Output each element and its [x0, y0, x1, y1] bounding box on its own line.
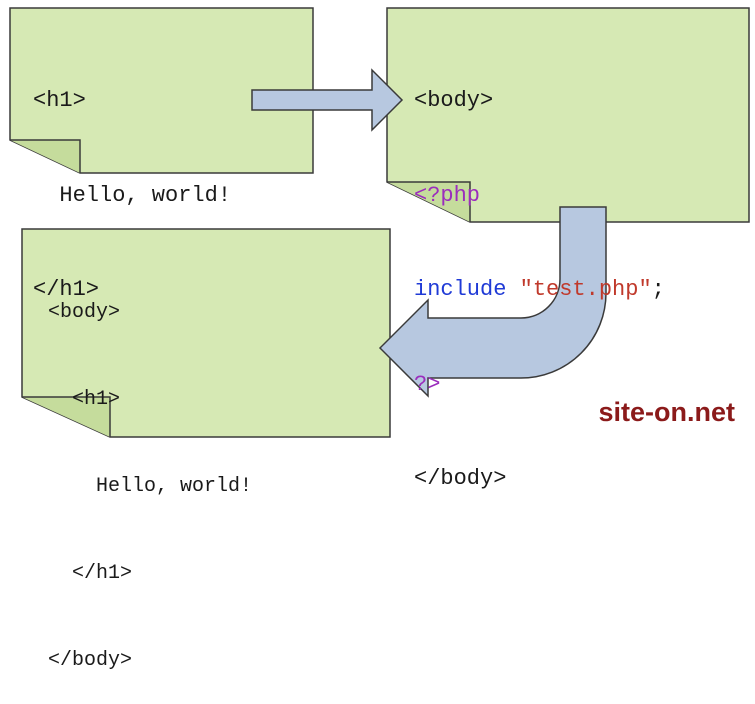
include-line: include "test.php";: [414, 274, 665, 306]
result-code: <body> <h1> Hello, world! </h1> </body>: [48, 240, 252, 704]
php-close-tag: ?>: [414, 371, 441, 397]
result-arrow: [378, 206, 607, 398]
source-code: <h1> Hello, world! </h1>: [33, 22, 231, 337]
code-line: </h1>: [33, 277, 100, 302]
code-line: Hello, world!: [59, 182, 232, 208]
main-code: <body> <?php include "test.php"; ?> </bo…: [414, 22, 665, 526]
code-line: <body>: [48, 301, 121, 324]
code-line: <h1>: [72, 388, 121, 411]
source-note: [9, 7, 314, 174]
include-semicolon: ;: [651, 277, 665, 302]
main-note: [386, 7, 750, 223]
include-keyword: include: [414, 277, 507, 302]
php-open-tag: <?php: [414, 182, 481, 208]
code-line: Hello, world!: [96, 475, 253, 498]
code-line: </body>: [414, 466, 507, 491]
include-arrow: [251, 68, 404, 132]
result-note: [21, 228, 391, 438]
code-line: <body>: [414, 88, 494, 113]
brand-watermark: site-on.net: [598, 397, 735, 427]
code-line: </body>: [48, 649, 133, 672]
code-line: <h1>: [33, 88, 86, 113]
code-line: </h1>: [72, 562, 133, 585]
include-string: "test.php": [519, 277, 652, 302]
diagram-canvas: [9, 7, 750, 438]
